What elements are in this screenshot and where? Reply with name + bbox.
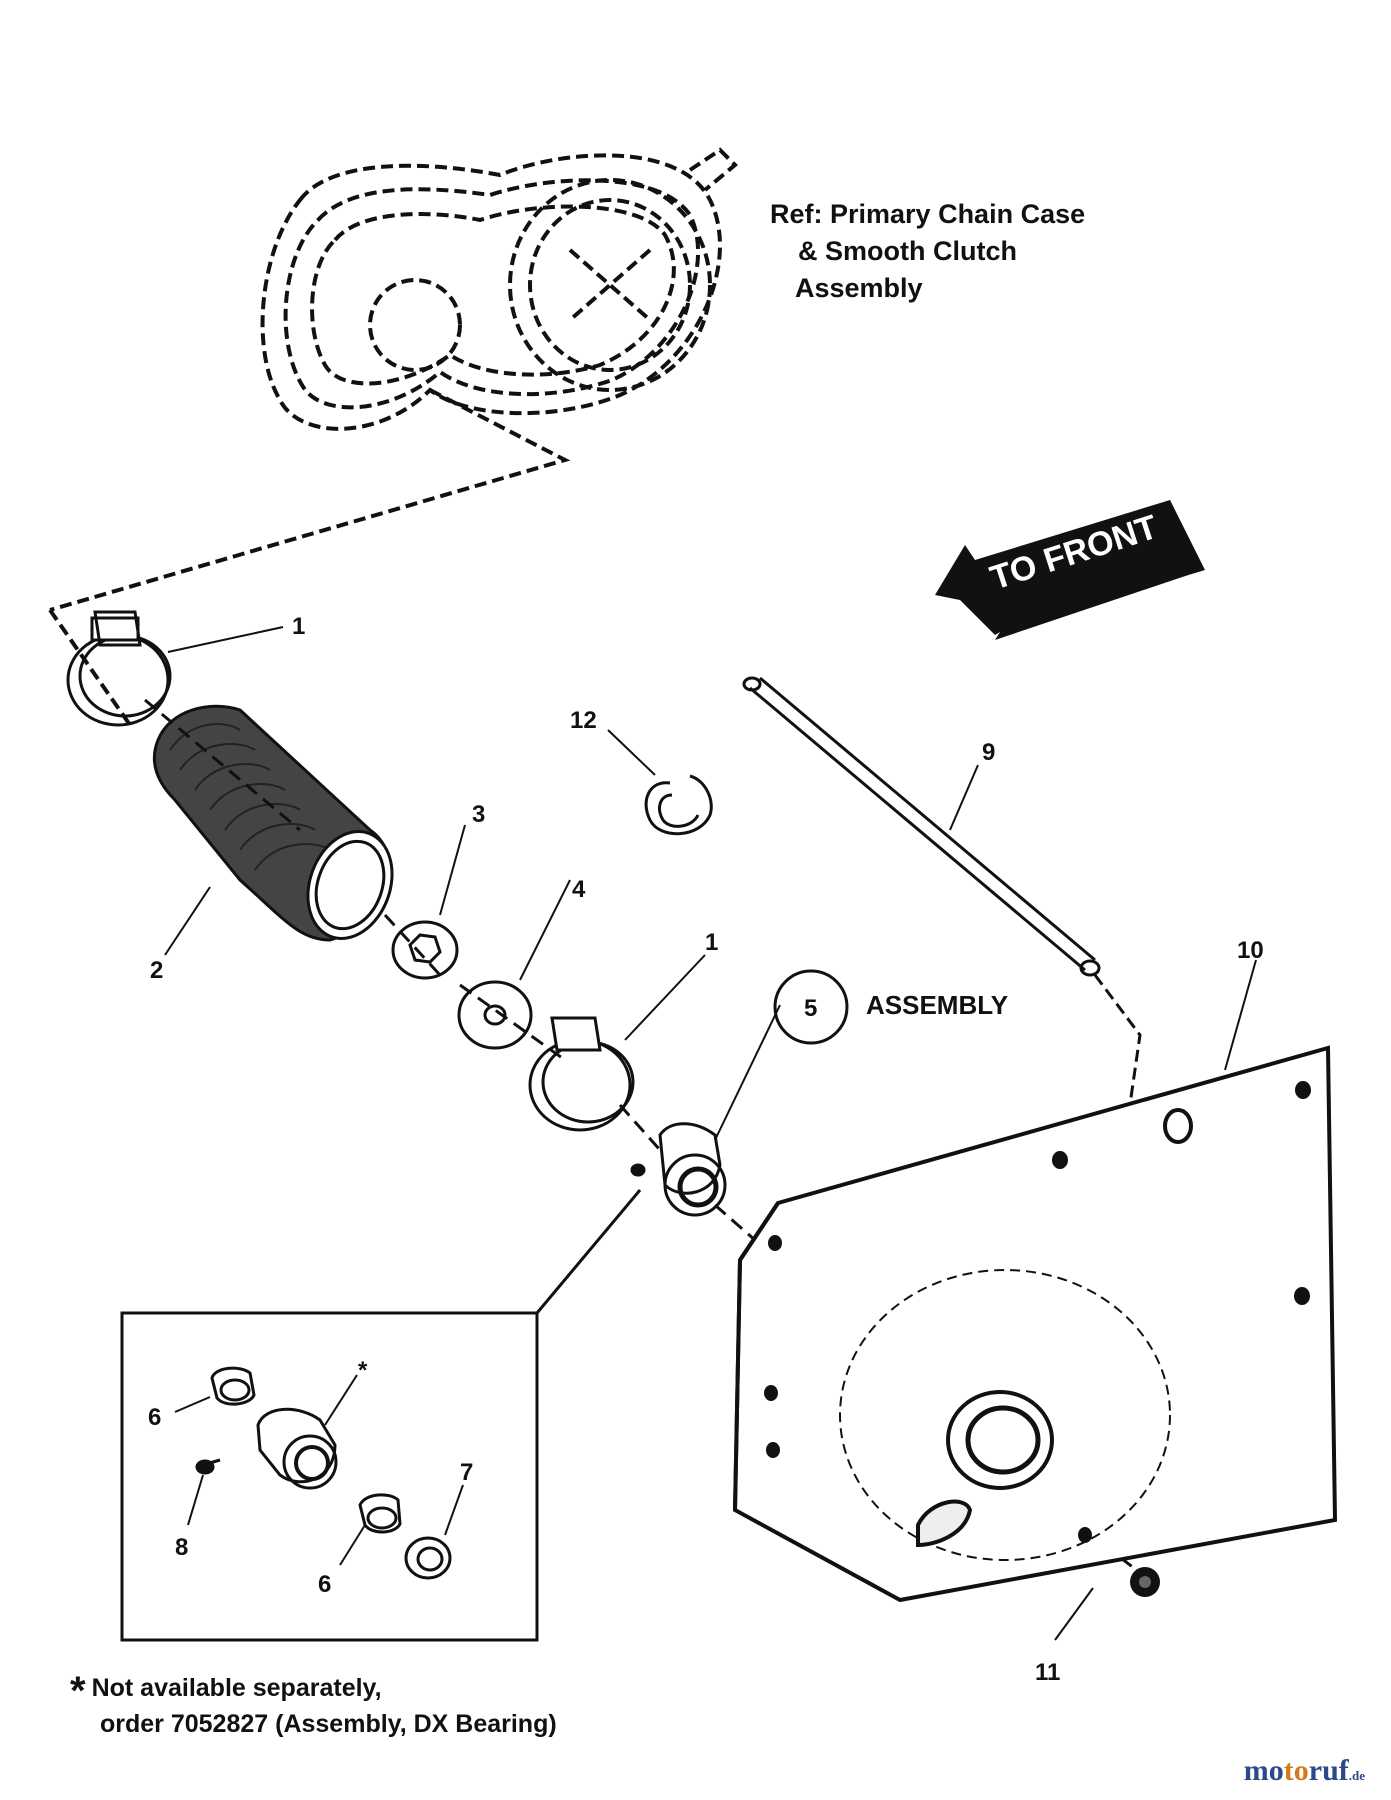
snap-ring xyxy=(644,774,713,836)
reference-note: Ref: Primary Chain Case & Smooth Clutch … xyxy=(770,196,1085,307)
callout-6-top: 6 xyxy=(148,1404,161,1431)
callout-1-lower: 1 xyxy=(705,929,718,956)
callout-7: 7 xyxy=(460,1459,473,1486)
bearing-assembly xyxy=(630,1122,727,1217)
reference-line-3: Assembly xyxy=(795,273,923,303)
hex-washer xyxy=(391,920,459,980)
callout-6-bottom: 6 xyxy=(318,1571,331,1598)
hose-clamp-lower xyxy=(528,1016,635,1132)
lock-nut xyxy=(1130,1567,1160,1597)
callout-asterisk: * xyxy=(358,1357,368,1384)
footnote-line-2: order 7052827 (Assembly, DX Bearing) xyxy=(100,1710,557,1738)
leader-lines xyxy=(164,626,1257,1641)
footnote-star: * xyxy=(70,1669,86,1713)
callout-5: 5 xyxy=(804,995,817,1022)
callout-5-circle xyxy=(773,969,849,1045)
callout-1-top: 1 xyxy=(292,613,305,640)
callout-4: 4 xyxy=(572,876,586,903)
footnote-line-1: Not available separately, xyxy=(91,1674,382,1702)
reference-line-2: & Smooth Clutch xyxy=(798,236,1017,266)
callout-8: 8 xyxy=(175,1534,188,1561)
callout-12: 12 xyxy=(570,707,597,734)
callout-10: 10 xyxy=(1237,937,1264,964)
assembly-label: ASSEMBLY xyxy=(866,990,1009,1020)
callout-3: 3 xyxy=(472,801,485,828)
primary-chain-case-ref xyxy=(48,147,738,727)
rubber-boot xyxy=(152,704,394,942)
reference-line-1: Ref: Primary Chain Case xyxy=(770,199,1086,229)
callout-11: 11 xyxy=(1035,1659,1060,1686)
hose-clamp-top xyxy=(66,610,172,727)
footnote: *Not available separately, order 7052827… xyxy=(70,1669,557,1741)
watermark-logo: motoruf.de xyxy=(1243,1754,1365,1787)
bearing-detail-inset xyxy=(120,1189,642,1642)
to-front-arrow: TO FRONT xyxy=(935,500,1205,640)
callout-2: 2 xyxy=(150,957,163,984)
callout-9: 9 xyxy=(982,739,995,766)
chain-case-plate xyxy=(732,1045,1338,1603)
flat-washer xyxy=(457,980,533,1050)
